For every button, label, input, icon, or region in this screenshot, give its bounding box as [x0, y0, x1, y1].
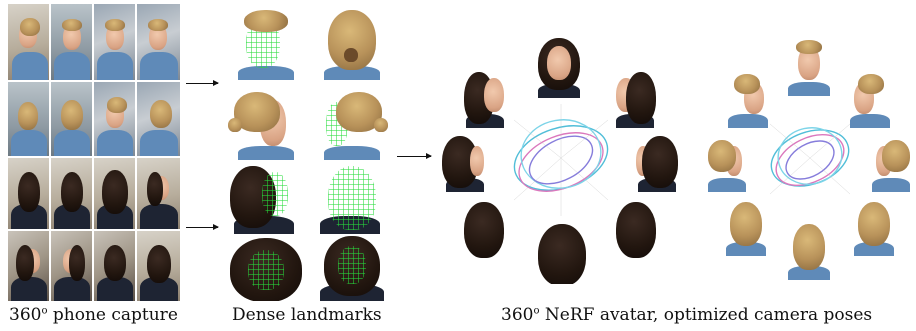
avatar-view [458, 198, 510, 258]
avatar-view [610, 198, 662, 258]
nerf-avatar-woman [440, 30, 680, 286]
capture-photo [137, 4, 180, 80]
avatar-view [440, 132, 490, 192]
capture-photo [8, 4, 49, 80]
capture-photo [137, 158, 180, 229]
caption-phone-capture: 360o phone capture [9, 305, 178, 325]
capture-photo [51, 4, 92, 80]
landmark-photo [310, 160, 394, 234]
avatar-view [534, 224, 590, 284]
capture-photo [51, 82, 92, 156]
avatar-view [460, 68, 510, 128]
landmark-photo [224, 234, 308, 301]
caption-dense-landmarks: Dense landmarks [232, 305, 382, 325]
camera-poses-woman [513, 104, 609, 216]
capture-photo [51, 231, 92, 301]
avatar-view [532, 36, 586, 98]
landmark-photo [310, 84, 394, 160]
landmark-photo [310, 4, 394, 80]
landmark-photo [224, 4, 308, 80]
avatar-view [724, 70, 772, 128]
avatar-view [704, 134, 750, 192]
capture-photo [94, 4, 135, 80]
arrow-right [186, 80, 219, 86]
landmark-photo [224, 84, 308, 160]
avatar-view [722, 198, 770, 256]
camera-poses-man [769, 123, 851, 195]
capture-photo [137, 231, 180, 301]
avatar-view [784, 36, 834, 96]
avatar-view [632, 132, 680, 192]
capture-photo [94, 82, 135, 156]
capture-photo [8, 158, 49, 229]
arrow-right [397, 153, 432, 159]
avatar-view [846, 70, 894, 128]
capture-photo [8, 231, 49, 301]
nerf-avatar-man [700, 34, 914, 282]
arrow-right [186, 224, 219, 230]
phone-capture-grid [8, 4, 180, 301]
landmarks-grid [224, 4, 394, 301]
landmark-photo [310, 234, 394, 301]
avatar-view [868, 134, 914, 192]
avatar-view [610, 68, 660, 128]
avatar-view [784, 222, 834, 280]
capture-photo [8, 82, 49, 156]
landmark-photo [224, 160, 308, 234]
capture-photo [94, 158, 135, 229]
caption-nerf-avatar: 360o NeRF avatar, optimized camera poses [501, 305, 873, 325]
capture-photo [137, 82, 180, 156]
capture-photo [51, 158, 92, 229]
capture-photo [94, 231, 135, 301]
avatar-view [850, 198, 898, 256]
